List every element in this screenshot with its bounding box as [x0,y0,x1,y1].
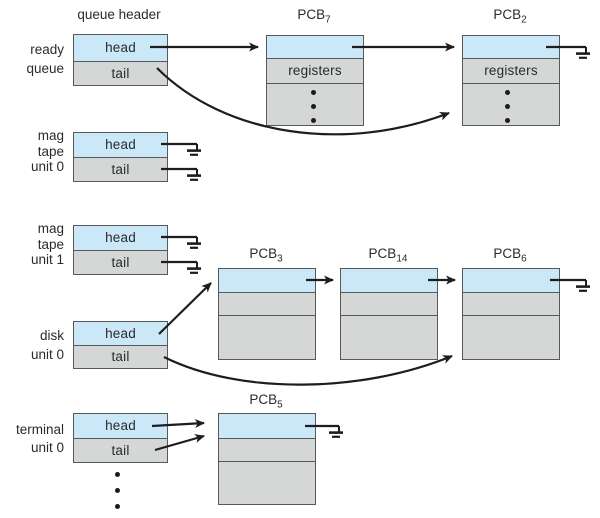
pcb3-body-cell-1 [219,292,315,315]
mag-tape-unit-0-label-line: unit 0 [30,159,64,174]
pcb3-box [218,268,316,360]
mag-tape-unit-0-label-line: tape [37,143,64,159]
pcb7-title: PCB7 [297,7,330,26]
pcb6-title-sub: 6 [521,253,527,265]
pcb7-title-base: PCB [297,7,326,22]
null-terminator-pcb2 [576,47,590,59]
terminal-unit-0-box: head tail [73,413,168,463]
pcb5-body-cell-2 [219,461,315,504]
mag-tape-unit-1-label-line: mag [37,221,64,236]
mag-tape-unit-1-label-line: tape [37,236,64,252]
mag-tape-unit-0-label: mag tape unit 0 [0,128,64,175]
pcb5-body-cell-1 [219,438,315,461]
pcb7-link-cell [267,36,363,58]
terminal-unit-0-label: terminal unit 0 [0,421,64,457]
null-terminator-mag0-head [187,144,201,156]
pcb5-link-cell [219,414,315,438]
null-terminator-mag1-head [187,237,201,249]
terminal-unit-0-label-line: terminal [15,422,64,437]
mag-tape-unit-0-tail-cell: tail [74,157,167,181]
terminal-unit-0-label-line: unit 0 [30,440,64,455]
disk-unit-0-label-line: unit 0 [30,347,64,362]
pcb6-title-base: PCB [493,246,522,261]
pcb2-box: registers [462,35,560,126]
disk-unit-0-head-cell: head [74,322,167,345]
pcb5-title-sub: 5 [277,399,283,411]
pcb7-box: registers [266,35,364,126]
pcb6-body-cell-1 [463,292,559,315]
mag-tape-unit-0-head-cell: head [74,133,167,157]
pcb14-body-cell-1 [341,292,437,315]
mag-tape-unit-0-label-line: mag [37,128,64,143]
terminal-unit-0-head-cell: head [74,414,167,438]
pcb2-body-cell [463,83,559,125]
ready-queue-box: head tail [73,34,168,86]
ready-queue-label-line: queue [26,61,64,76]
pcb14-title-sub: 14 [396,253,408,265]
ready-queue-head-cell: head [74,35,167,61]
pcb3-title-sub: 3 [277,253,283,265]
pcb6-box [462,268,560,360]
pcb6-link-cell [463,269,559,292]
pcb5-title: PCB5 [249,392,282,411]
pcb2-link-cell [463,36,559,58]
ready-queue-label-line: ready [30,42,64,57]
mag-tape-unit-0-box: head tail [73,132,168,182]
mag-tape-unit-1-box: head tail [73,225,168,275]
pcb2-title-sub: 2 [521,14,527,26]
pcb14-body-cell-2 [341,315,437,359]
queue-header-title: queue header [77,7,161,22]
pcb14-box [340,268,438,360]
pcb2-title: PCB2 [493,7,526,26]
pcb5-title-base: PCB [249,392,278,407]
terminal-unit-0-tail-cell: tail [74,438,167,462]
pcb7-registers-cell: registers [267,58,363,83]
disk-unit-0-tail-cell: tail [74,345,167,368]
pcb14-link-cell [341,269,437,292]
pcb14-title-base: PCB [368,246,397,261]
mag-tape-unit-1-head-cell: head [74,226,167,250]
pcb3-title: PCB3 [249,246,282,265]
pcb3-title-base: PCB [249,246,278,261]
null-terminator-mag0-tail [187,169,201,181]
null-terminator-mag1-tail [187,262,201,274]
pcb3-link-cell [219,269,315,292]
disk-unit-0-label: disk unit 0 [0,326,64,364]
null-terminator-pcb6 [576,280,590,292]
pcb6-body-cell-2 [463,315,559,359]
ready-queue-tail-cell: tail [74,61,167,85]
pcb14-title: PCB14 [369,246,408,265]
mag-tape-unit-1-tail-cell: tail [74,250,167,274]
pcb7-title-sub: 7 [325,14,331,26]
arrow-disk-tail-to-pcb6 [163,354,453,386]
pcb2-registers-cell: registers [463,58,559,83]
mag-tape-unit-1-label: mag tape unit 1 [0,221,64,268]
null-terminator-pcb5 [329,426,343,438]
disk-unit-0-label-line: disk [39,328,64,343]
pcb5-box [218,413,316,505]
disk-unit-0-box: head tail [73,321,168,369]
pcb3-body-cell-2 [219,315,315,359]
pcb2-title-base: PCB [493,7,522,22]
pcb6-title: PCB6 [493,246,526,265]
mag-tape-unit-1-label-line: unit 1 [30,252,64,267]
ready-queue-label: ready queue [0,40,64,78]
